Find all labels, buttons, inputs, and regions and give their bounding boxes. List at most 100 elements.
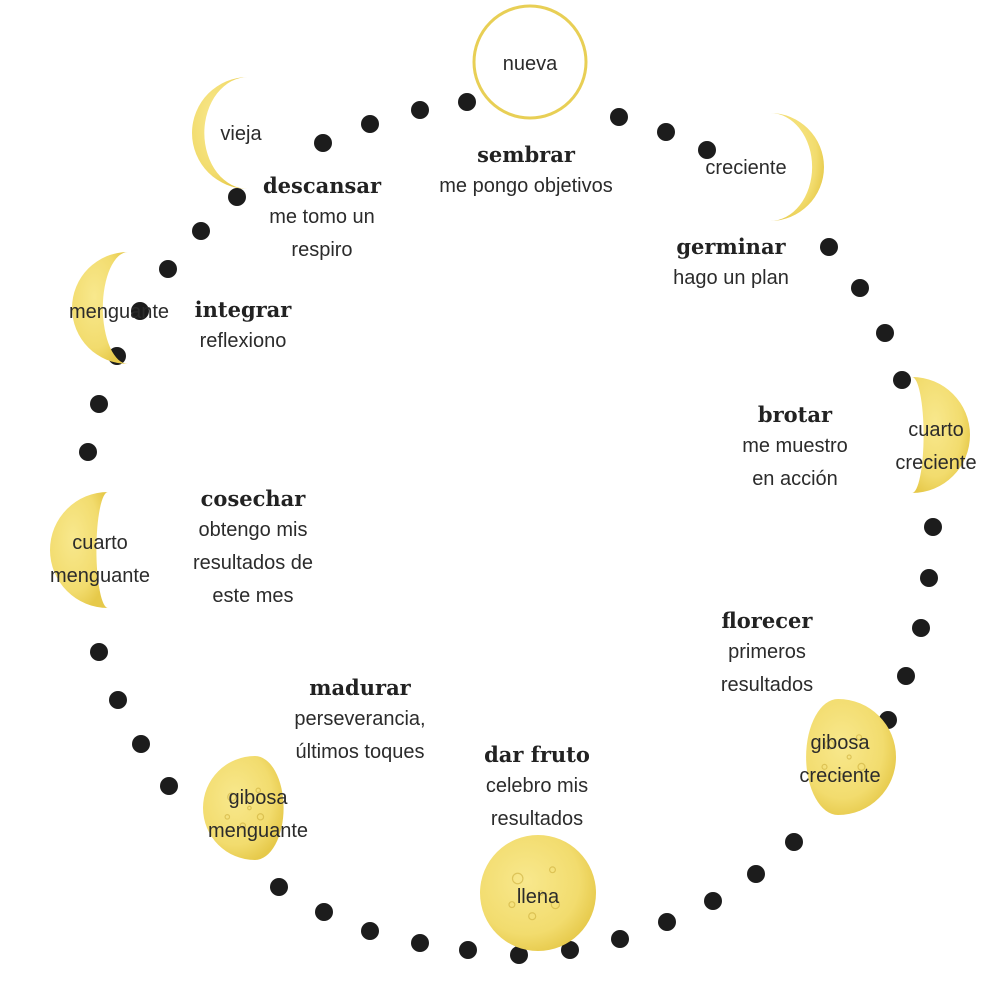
ring-dot (109, 691, 127, 709)
stage-brotar: brotar me muestro en acción (742, 400, 848, 496)
ring-dot (79, 443, 97, 461)
stage-descansar-line1: me tomo un (269, 206, 375, 228)
stage-madurar-line2: últimos toques (295, 741, 425, 763)
ring-dot (920, 569, 938, 587)
moon-llena (480, 835, 596, 951)
ring-dot (897, 667, 915, 685)
stage-descansar: descansar me tomo un respiro (263, 171, 381, 267)
stage-brotar-title: brotar (757, 402, 833, 427)
phase-label-gibosa-creciente-line2: creciente (799, 765, 881, 787)
ring-dot (893, 371, 911, 389)
ring-dot (411, 934, 429, 952)
ring-dot (314, 134, 332, 152)
phase-label-cuarto-menguante-line1: cuarto (72, 532, 128, 554)
phase-label-cuarto-creciente-line2: creciente (895, 452, 977, 474)
ring-dot (459, 941, 477, 959)
stage-cosechar-line3: este mes (212, 585, 294, 607)
moon-phases (50, 4, 970, 951)
stage-madurar-line1: perseverancia, (294, 708, 426, 730)
stage-florecer-line1: primeros (728, 641, 806, 663)
stage-madurar-title: madurar (309, 675, 411, 700)
moon-gibosa-creciente (806, 699, 896, 815)
stage-dar-fruto: dar fruto celebro mis resultados (484, 740, 590, 836)
ring-dot (747, 865, 765, 883)
ring-dot (658, 913, 676, 931)
ring-dot (90, 395, 108, 413)
phase-label-creciente-text: creciente (705, 157, 787, 179)
stage-germinar-title: germinar (676, 234, 786, 259)
phase-label-vieja-text: vieja (220, 123, 262, 145)
stage-integrar-title: integrar (194, 297, 292, 322)
stage-cosechar: cosechar obtengo mis resultados de este … (193, 484, 313, 613)
phase-label-llena-text: llena (516, 886, 560, 908)
stage-integrar: integrar reflexiono (195, 295, 292, 358)
ring-dot (698, 141, 716, 159)
dotted-circle (79, 93, 942, 964)
stage-dar-fruto-title: dar fruto (484, 742, 590, 767)
ring-dot (159, 260, 177, 278)
ring-dot (90, 643, 108, 661)
ring-dot (361, 115, 379, 133)
phase-label-cuarto-menguante: cuarto menguante (50, 527, 150, 593)
phase-label-cuarto-creciente: cuarto creciente (895, 414, 976, 480)
ring-dot (192, 222, 210, 240)
stage-madurar: madurar perseverancia, últimos toques (294, 673, 425, 769)
stage-sembrar: sembrar me pongo objetivos (439, 140, 612, 203)
stage-cosechar-title: cosechar (200, 486, 306, 511)
moon-vieja (192, 77, 248, 189)
moon-menguante (72, 252, 128, 364)
stage-descansar-line2: respiro (291, 239, 353, 261)
ring-dot (876, 324, 894, 342)
ring-dot (561, 941, 579, 959)
ring-dot (610, 108, 628, 126)
phase-label-nueva: nueva (503, 48, 558, 81)
ring-dot (912, 619, 930, 637)
ring-dot (611, 930, 629, 948)
phase-label-gibosa-menguante-line1: gibosa (228, 787, 288, 809)
ring-dot (411, 101, 429, 119)
stage-integrar-line1: reflexiono (199, 330, 287, 352)
moon-gibosa-menguante (203, 756, 284, 860)
ring-dot (785, 833, 803, 851)
stage-dar-fruto-line2: resultados (490, 808, 584, 830)
stage-cosechar-line1: obtengo mis (198, 519, 308, 541)
stage-sembrar-title: sembrar (477, 142, 575, 167)
stage-sembrar-line1: me pongo objetivos (439, 175, 613, 197)
stage-germinar: germinar hago un plan (673, 232, 789, 295)
ring-dot (820, 238, 838, 256)
ring-dot (704, 892, 722, 910)
ring-dot (131, 302, 149, 320)
stage-descansar-title: descansar (262, 173, 382, 198)
phase-label-creciente: creciente (705, 152, 786, 185)
moon-creciente (770, 113, 824, 221)
stage-brotar-line2: en acción (752, 468, 838, 490)
phase-label-menguante: menguante (69, 296, 169, 329)
phase-label-gibosa-menguante: gibosa menguante (208, 782, 308, 848)
stage-cosechar-line2: resultados de (192, 552, 314, 574)
stage-germinar-line1: hago un plan (673, 267, 789, 289)
ring-dot (160, 777, 178, 795)
ring-dot (851, 279, 869, 297)
ring-dot (510, 946, 528, 964)
phase-label-vieja: vieja (220, 118, 261, 151)
ring-dot (228, 188, 246, 206)
stage-florecer-title: florecer (721, 608, 813, 633)
ring-dot (361, 922, 379, 940)
ring-dot (270, 878, 288, 896)
ring-dot (132, 735, 150, 753)
phase-label-cuarto-creciente-line1: cuarto (908, 419, 964, 441)
phase-label-gibosa-creciente-line1: gibosa (810, 732, 870, 754)
phase-label-llena: llena (517, 881, 559, 914)
stage-florecer-line2: resultados (720, 674, 814, 696)
ring-dot (924, 518, 942, 536)
stage-florecer: florecer primeros resultados (721, 606, 813, 702)
ring-dot (315, 903, 333, 921)
phase-label-gibosa-creciente: gibosa creciente (799, 727, 880, 793)
phase-label-cuarto-menguante-line2: menguante (49, 565, 151, 587)
stage-brotar-line1: me muestro (742, 435, 848, 457)
stage-dar-fruto-line1: celebro mis (485, 775, 589, 797)
moon-cuarto-menguante (50, 492, 108, 608)
phase-label-nueva-text: nueva (502, 53, 558, 75)
ring-dot (657, 123, 675, 141)
